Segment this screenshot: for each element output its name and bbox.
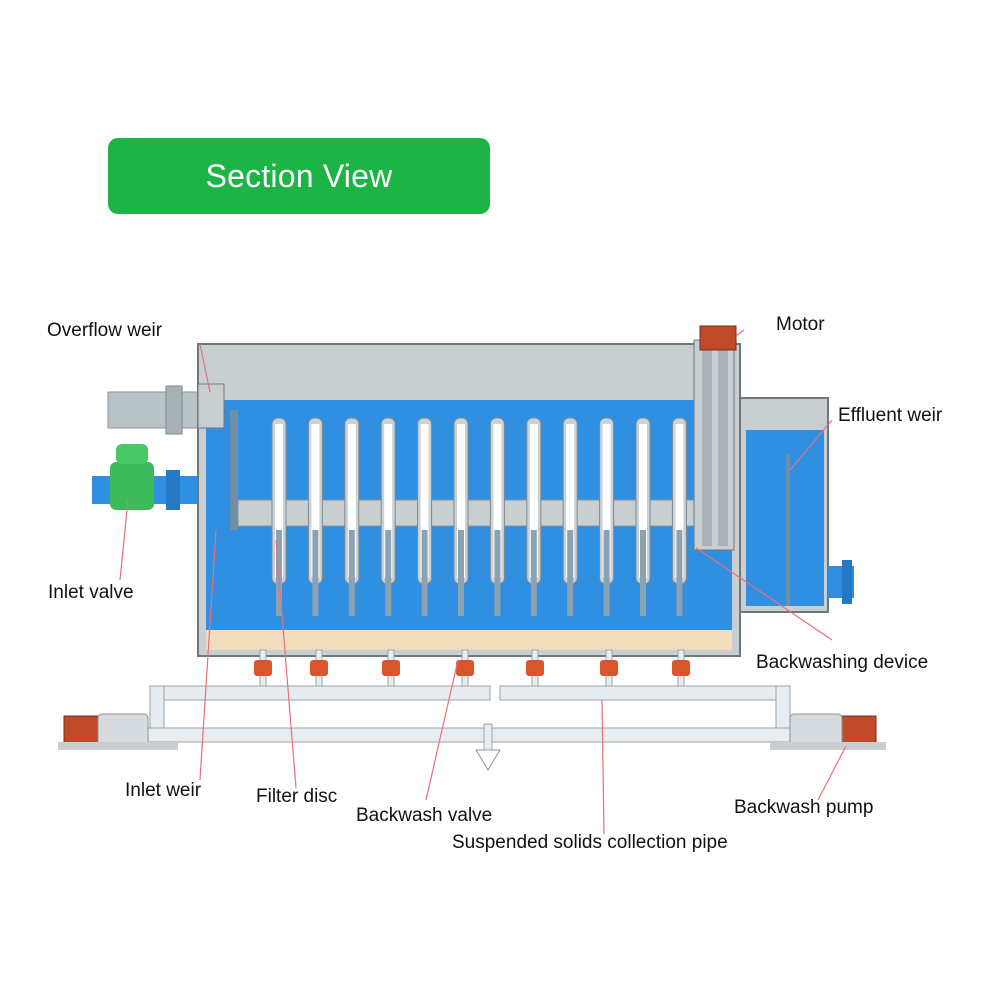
title-banner: Section View	[108, 138, 490, 214]
effluent-weir	[786, 454, 790, 606]
filter-disc	[344, 417, 360, 616]
backwash-valve-label: Backwash valve	[356, 805, 493, 826]
filter-discs	[271, 417, 687, 616]
leader-lines	[119, 329, 847, 835]
filter-disc	[635, 417, 651, 616]
pump-icon	[770, 713, 886, 750]
filter-disc	[417, 417, 433, 616]
backwash-valves	[254, 649, 690, 689]
inlet-valve-icon	[110, 462, 154, 510]
pump-icon	[58, 713, 178, 750]
motor-label: Motor	[776, 314, 825, 335]
backwash-pump-label: Backwash pump	[734, 797, 874, 818]
inlet-valve-label: Inlet valve	[48, 582, 134, 603]
backwash-header-left	[149, 685, 491, 701]
valve-icon	[254, 649, 272, 689]
inlet-valve-assembly	[92, 444, 198, 510]
overflow-weir-label: Overflow weir	[47, 320, 163, 341]
backwashing-device-label: Backwashing device	[756, 652, 929, 673]
discharge-funnel-icon	[475, 749, 501, 771]
effluent-weir-label: Effluent weir	[838, 405, 943, 426]
filter-disc	[307, 417, 323, 616]
inlet-pipe	[107, 385, 199, 435]
filter-disc	[489, 417, 505, 616]
overflow-weir	[197, 383, 225, 429]
inlet-weir-label: Inlet weir	[125, 780, 202, 801]
filter-disc	[599, 417, 615, 616]
filter-disc	[671, 417, 687, 616]
backwash-header-right	[499, 685, 791, 701]
valve-icon	[672, 649, 690, 689]
filter-disc	[453, 417, 469, 616]
solids-collection-pipe-label: Suspended solids collection pipe	[452, 832, 728, 853]
filter-disc	[380, 417, 396, 616]
sludge-trough	[206, 630, 732, 650]
filter-disc	[526, 417, 542, 616]
solids-collection-pipe	[119, 727, 831, 743]
inlet-weir-baffle	[230, 410, 238, 530]
filter-disc	[562, 417, 578, 616]
filter-disc-label: Filter disc	[256, 786, 338, 807]
motor-icon	[699, 325, 737, 351]
